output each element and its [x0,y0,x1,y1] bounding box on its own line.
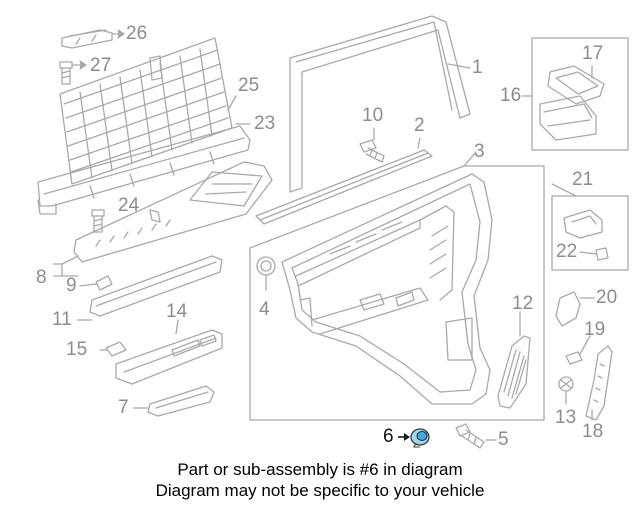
part-2-beltline-strip[interactable] [255,137,433,225]
part-3-door-panel-box[interactable] [249,151,545,421]
part-18-trim-piece[interactable] [585,345,613,421]
callout-6: 6 [383,426,394,447]
part-9-clip[interactable] [95,275,113,291]
banner-line-disclaimer: Diagram may not be specific to your vehi… [155,481,485,500]
part-6-highlighted[interactable] [398,428,430,448]
banner-line-part: Part or sub-assembly is #6 in diagram [177,460,463,479]
part-4-speaker[interactable] [256,256,276,291]
part-21-lamp[interactable] [563,209,603,239]
callout-9: 9 [66,275,77,296]
part-11-trim-strip[interactable] [89,255,223,317]
callout-21: 21 [572,169,594,190]
part-14-switch-panel[interactable] [115,329,223,385]
callout-24: 24 [118,195,140,216]
parts-diagram [37,15,629,449]
callout-15: 15 [66,339,88,360]
part-10-bolt[interactable] [359,139,385,163]
callout-11: 11 [52,309,72,330]
callout-7: 7 [118,397,129,418]
part-21-lamp-box[interactable] [551,195,629,271]
callout-22: 22 [556,241,578,262]
callout-18: 18 [582,421,604,442]
callout-17: 17 [582,43,604,64]
callout-13: 13 [555,407,577,428]
part-7-handle-trim[interactable] [147,385,215,417]
part-8-upper-trim[interactable] [53,161,273,277]
part-3-door-panel[interactable] [281,173,493,405]
callout-23: 23 [254,113,276,134]
callout-8: 8 [36,267,47,288]
callout-14: 14 [166,301,188,322]
part-25-sunshade[interactable] [59,37,237,185]
part-27-screw[interactable] [59,60,87,85]
part-24-screw[interactable] [91,209,105,233]
part-23-housing[interactable] [37,123,251,215]
callout-19: 19 [584,319,606,340]
part-22-bulb[interactable] [595,247,609,261]
callout-26: 26 [126,23,148,44]
callout-16: 16 [500,85,522,106]
callout-5: 5 [498,429,509,450]
part-15-clip[interactable] [105,341,127,357]
callout-20: 20 [596,287,618,308]
callout-10: 10 [362,105,384,126]
callout-2: 2 [414,115,425,136]
callout-3: 3 [474,141,485,162]
part-19-clip[interactable] [565,351,583,365]
callout-4: 4 [259,299,270,320]
part-16-module-box[interactable] [521,37,629,151]
callout-1: 1 [472,57,483,78]
part-12-speaker-grille[interactable] [497,335,531,409]
callout-12: 12 [512,293,534,314]
part-17-switch[interactable] [539,65,605,141]
info-banner: Part or sub-assembly is #6 in diagram Di… [14,457,626,503]
part-13-grommet[interactable] [558,376,574,392]
callout-25: 25 [238,75,260,96]
part-1-window-frame[interactable] [289,15,471,193]
callout-27: 27 [90,55,112,76]
part-20-bracket[interactable] [555,291,595,327]
part-5-bolt[interactable] [455,423,497,449]
part-26-bracket[interactable] [61,29,125,49]
